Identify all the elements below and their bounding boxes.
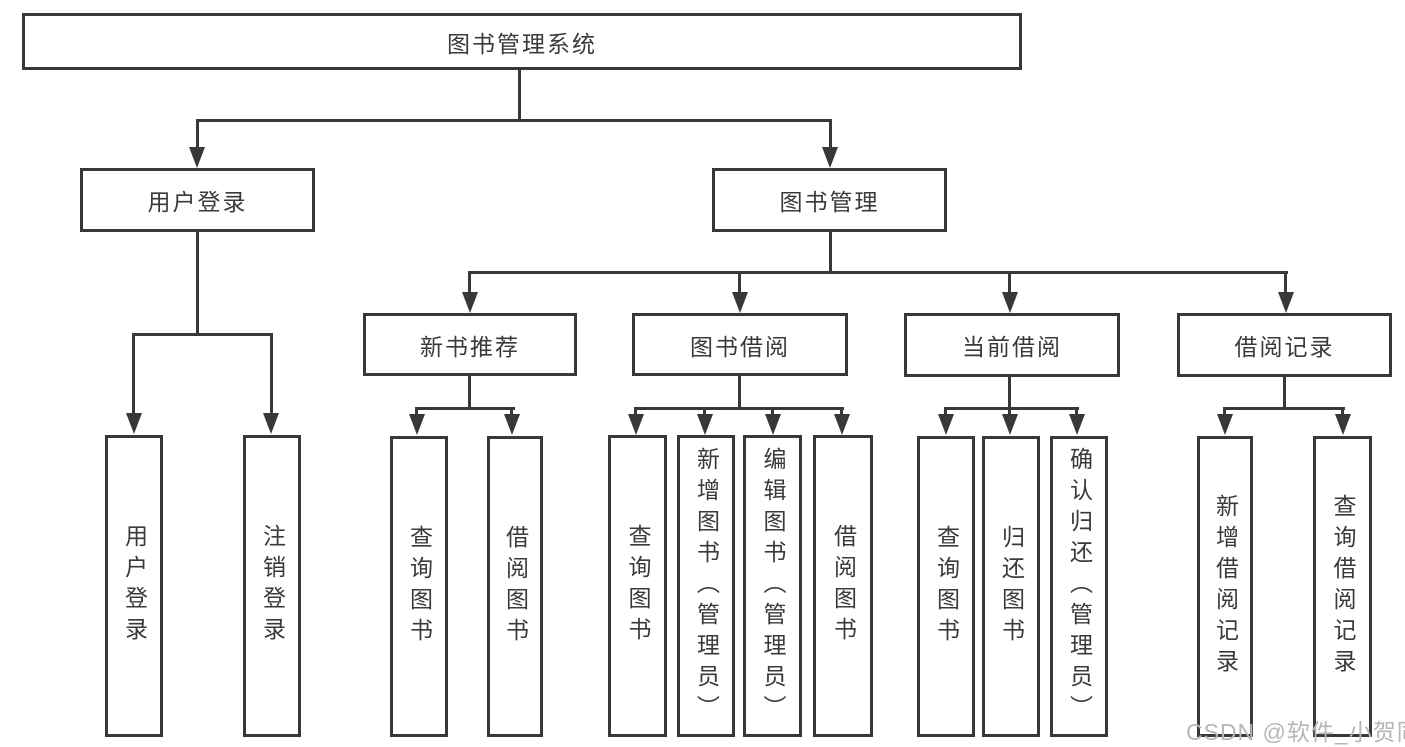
leaf-borrowing-query-books: 查询图书 <box>608 435 667 737</box>
arrow-down-icon <box>263 413 279 434</box>
connector-line <box>634 407 637 415</box>
connector-line <box>1075 407 1078 415</box>
arrow-down-icon <box>822 147 838 168</box>
connector-line <box>634 407 844 410</box>
watermark: CSDN @软件_小贺同学 <box>1186 719 1405 745</box>
connector-line <box>1341 407 1344 415</box>
leaf-recommend-query-books-label: 查询图书 <box>406 524 433 649</box>
connector-line <box>415 407 418 415</box>
arrow-down-icon <box>409 414 425 435</box>
node-book-management-label: 图书管理 <box>779 189 880 215</box>
node-book-borrowing-label: 图书借阅 <box>690 333 790 360</box>
node-new-book-recommend-label: 新书推荐 <box>420 333 520 360</box>
leaf-logout-label: 注销登录 <box>259 524 286 648</box>
arrow-down-icon <box>504 414 520 435</box>
leaf-borrowing-borrow-books: 借阅图书 <box>813 435 873 737</box>
arrow-down-icon <box>462 292 478 313</box>
leaf-user-login-label: 用户登录 <box>121 524 148 648</box>
leaf-recommend-borrow-books-label: 借阅图书 <box>502 524 529 649</box>
connector-line <box>132 333 273 336</box>
node-new-book-recommend: 新书推荐 <box>363 313 577 376</box>
connector-line <box>840 407 843 415</box>
connector-line <box>270 333 273 413</box>
connector-line <box>771 407 774 415</box>
arrow-down-icon <box>628 414 644 435</box>
connector-line <box>468 376 471 410</box>
leaf-current-return-books: 归还图书 <box>982 436 1040 737</box>
leaf-current-confirm-return-admin: 确认归还（管理员） <box>1050 436 1108 737</box>
connector-line <box>1008 377 1011 410</box>
node-book-management: 图书管理 <box>712 168 947 232</box>
leaf-current-query-books: 查询图书 <box>917 436 975 737</box>
leaf-records-add-record-label: 新增借阅记录 <box>1212 493 1239 680</box>
connector-line <box>1284 271 1287 293</box>
leaf-borrowing-add-books-admin-label: 新增图书（管理员） <box>693 446 720 726</box>
arrow-down-icon <box>1335 414 1351 435</box>
leaf-borrowing-borrow-books-label: 借阅图书 <box>830 524 857 648</box>
node-root-label: 图书管理系统 <box>447 30 597 57</box>
connector-line <box>1223 407 1345 410</box>
connector-line <box>1008 271 1011 293</box>
leaf-user-login: 用户登录 <box>105 435 163 737</box>
arrow-down-icon <box>1278 292 1294 313</box>
arrow-down-icon <box>938 414 954 435</box>
node-current-borrowing: 当前借阅 <box>904 313 1120 377</box>
arrow-down-icon <box>1217 414 1233 435</box>
connector-line <box>944 407 1079 410</box>
connector-line <box>196 232 199 336</box>
leaf-records-query-record: 查询借阅记录 <box>1313 436 1372 737</box>
connector-line <box>196 119 832 122</box>
leaf-borrowing-add-books-admin: 新增图书（管理员） <box>677 435 735 737</box>
node-current-borrowing-label: 当前借阅 <box>962 334 1062 360</box>
connector-line <box>829 232 832 274</box>
connector-line <box>1283 377 1286 410</box>
leaf-current-confirm-return-admin-label: 确认归还（管理员） <box>1066 447 1093 726</box>
leaf-logout: 注销登录 <box>243 435 301 737</box>
connector-line <box>1223 407 1226 415</box>
leaf-recommend-query-books: 查询图书 <box>390 436 448 737</box>
connector-line <box>510 407 513 415</box>
leaf-borrowing-query-books-label: 查询图书 <box>625 524 651 648</box>
leaf-borrowing-edit-books-admin-label: 编辑图书（管理员） <box>760 446 786 726</box>
connector-line <box>415 407 515 410</box>
node-user-login-label: 用户登录 <box>147 189 248 215</box>
arrow-down-icon <box>1002 414 1018 435</box>
connector-line <box>468 271 1288 274</box>
arrow-down-icon <box>1069 414 1085 435</box>
node-user-login: 用户登录 <box>80 168 315 232</box>
arrow-down-icon <box>126 413 142 434</box>
leaf-recommend-borrow-books: 借阅图书 <box>487 436 543 737</box>
arrow-down-icon <box>697 414 713 435</box>
connector-line <box>518 70 521 122</box>
arrow-down-icon <box>189 147 205 168</box>
connector-line <box>738 271 741 293</box>
leaf-borrowing-edit-books-admin: 编辑图书（管理员） <box>743 435 802 737</box>
leaf-records-add-record: 新增借阅记录 <box>1197 436 1253 737</box>
connector-line <box>468 271 471 293</box>
connector-line <box>703 407 706 415</box>
node-borrowing-records: 借阅记录 <box>1177 313 1392 377</box>
arrow-down-icon <box>732 292 748 313</box>
leaf-records-query-record-label: 查询借阅记录 <box>1330 493 1356 680</box>
connector-line <box>944 407 947 415</box>
node-borrowing-records-label: 借阅记录 <box>1234 334 1335 360</box>
node-book-borrowing: 图书借阅 <box>632 313 848 376</box>
connector-line <box>132 333 135 413</box>
arrow-down-icon <box>834 414 850 435</box>
connector-line <box>829 119 832 148</box>
connector-line <box>196 119 199 148</box>
connector-line <box>1008 407 1011 415</box>
node-root: 图书管理系统 <box>22 13 1022 70</box>
leaf-current-query-books-label: 查询图书 <box>933 524 960 649</box>
connector-line <box>738 376 741 410</box>
arrow-down-icon <box>765 414 781 435</box>
leaf-current-return-books-label: 归还图书 <box>998 524 1025 649</box>
arrow-down-icon <box>1002 292 1018 313</box>
